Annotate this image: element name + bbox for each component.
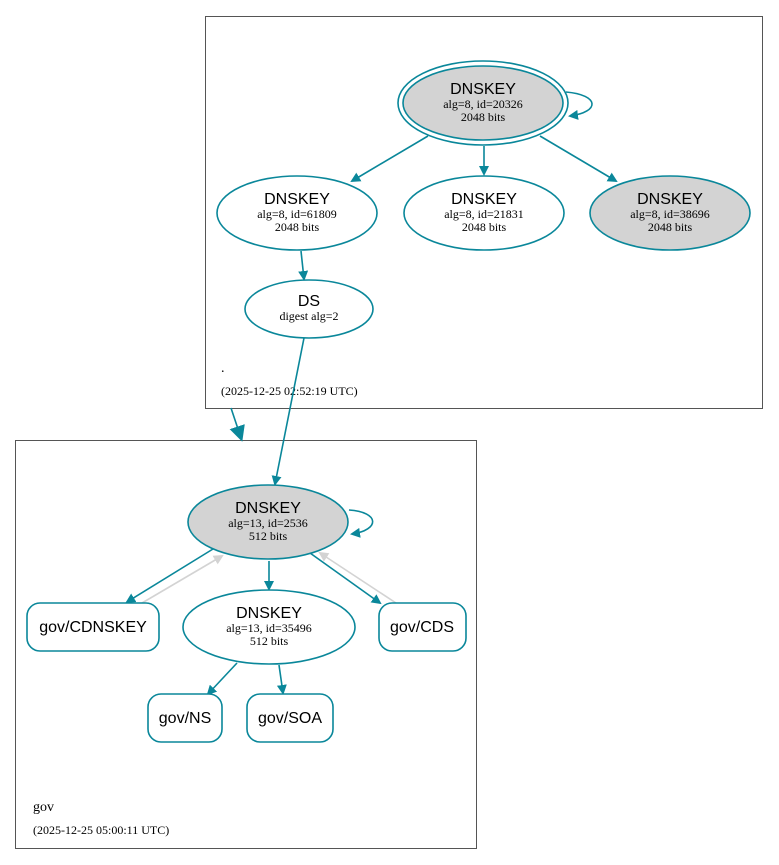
gov-cds-node[interactable]: gov/CDS — [378, 602, 467, 652]
edge-gov-ksk-cds — [309, 552, 382, 605]
edge-cdnskey-gov-ksk — [141, 554, 224, 604]
edge-gov-ksk-cdnskey — [125, 548, 214, 604]
gov-ns-node[interactable]: gov/NS — [147, 693, 223, 743]
edge-ds-gov-ksk — [271, 337, 305, 486]
gov-ksk-bits: 512 bits — [249, 529, 288, 543]
gov-zone-timestamp: (2025-12-25 05:00:11 UTC) — [33, 823, 169, 837]
edge-gov-zsk-soa — [276, 664, 287, 695]
root-zsk3-alg: alg=8, id=38696 — [630, 207, 710, 221]
edge-root-ksk-zsk3 — [539, 135, 618, 183]
gov-zsk-title: DNSKEY — [236, 605, 302, 622]
root-zsk1-alg: alg=8, id=61809 — [257, 207, 337, 221]
gov-soa-node[interactable]: gov/SOA — [246, 693, 334, 743]
gov-ksk-title: DNSKEY — [235, 500, 301, 517]
root-zsk3-node[interactable]: DNSKEY alg=8, id=38696 2048 bits — [589, 175, 751, 251]
ds-digest: digest alg=2 — [279, 309, 338, 323]
root-ksk-bits: 2048 bits — [461, 110, 506, 124]
root-zsk1-title: DNSKEY — [264, 191, 330, 208]
gov-ksk-node[interactable]: DNSKEY alg=13, id=2536 512 bits — [187, 484, 349, 560]
delegation-arrow — [229, 407, 245, 442]
edge-gov-ksk-self — [348, 509, 374, 538]
gov-zsk-bits: 512 bits — [250, 634, 289, 648]
root-zsk2-bits: 2048 bits — [462, 220, 507, 234]
root-zsk1-bits: 2048 bits — [275, 220, 320, 234]
root-ksk-alg: alg=8, id=20326 — [443, 97, 523, 111]
ds-title: DS — [298, 293, 320, 310]
root-ksk-node[interactable]: DNSKEY alg=8, id=20326 2048 bits — [397, 60, 569, 146]
gov-ksk-alg: alg=13, id=2536 — [228, 516, 308, 530]
gov-soa-label: gov/SOA — [258, 710, 322, 727]
edge-cds-gov-ksk — [318, 551, 397, 604]
root-zsk2-node[interactable]: DNSKEY alg=8, id=21831 2048 bits — [403, 175, 565, 251]
gov-zsk-alg: alg=13, id=35496 — [226, 621, 312, 635]
gov-zone-cluster — [15, 440, 477, 849]
edge-zsk1-ds — [298, 250, 309, 281]
root-ksk-title: DNSKEY — [450, 81, 516, 98]
gov-cdnskey-node[interactable]: gov/CDNSKEY — [26, 602, 160, 652]
gov-cdnskey-label: gov/CDNSKEY — [39, 619, 147, 636]
edge-gov-zsk-ns — [206, 662, 238, 696]
root-zone-timestamp: (2025-12-25 02:52:19 UTC) — [221, 384, 358, 398]
edge-root-ksk-self — [565, 91, 593, 120]
root-zone-name: . — [221, 361, 225, 376]
gov-zone-name: gov — [33, 800, 54, 815]
root-zone-cluster — [205, 16, 763, 409]
root-zsk3-bits: 2048 bits — [648, 220, 693, 234]
ds-node[interactable]: DS digest alg=2 — [244, 279, 374, 339]
edge-root-ksk-zsk1 — [350, 135, 429, 183]
gov-zsk-node[interactable]: DNSKEY alg=13, id=35496 512 bits — [182, 589, 356, 665]
gov-cds-label: gov/CDS — [390, 619, 454, 636]
root-zsk2-title: DNSKEY — [451, 191, 517, 208]
root-zsk3-title: DNSKEY — [637, 191, 703, 208]
root-zsk1-node[interactable]: DNSKEY alg=8, id=61809 2048 bits — [216, 175, 378, 251]
gov-ns-label: gov/NS — [159, 710, 211, 727]
root-zsk2-alg: alg=8, id=21831 — [444, 207, 524, 221]
